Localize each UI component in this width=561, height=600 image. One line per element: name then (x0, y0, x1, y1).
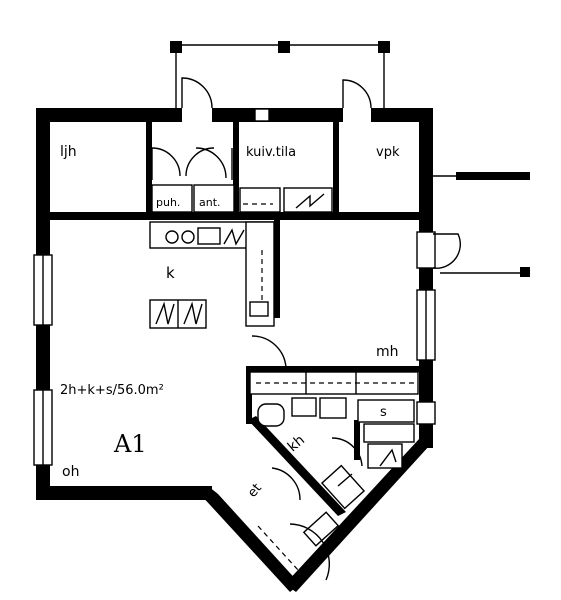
bathroom-fixtures (257, 397, 415, 469)
kitchen-counter (149, 221, 275, 327)
bedroom-door (251, 335, 287, 369)
label-kuivtila: kuiv.tila (246, 145, 296, 160)
terrace-rail (432, 172, 530, 277)
label-ljh: ljh (60, 144, 77, 160)
label-oh: oh (62, 464, 79, 480)
label-ant: ant. (199, 196, 221, 209)
label-k: k (166, 264, 175, 282)
label-s: s (380, 405, 387, 420)
apartment-code: A1 (113, 430, 147, 458)
label-et: et (245, 481, 265, 501)
kitchen-island (149, 299, 207, 329)
label-vpk: vpk (376, 145, 400, 160)
closet-doors (151, 147, 235, 213)
bedroom-wardrobes (249, 371, 419, 395)
area-text: 2h+k+s/56.0m² (60, 383, 164, 398)
label-mh: mh (376, 344, 399, 360)
balcony (170, 41, 390, 110)
entrance-fixtures (257, 464, 366, 581)
room-labels: ljh puh. ant. kuiv.tila vpk k mh s kh oh… (60, 144, 400, 501)
label-puh: puh. (156, 196, 180, 209)
interior-walls (36, 120, 433, 516)
windows (33, 108, 461, 466)
laundry-units (239, 187, 333, 213)
